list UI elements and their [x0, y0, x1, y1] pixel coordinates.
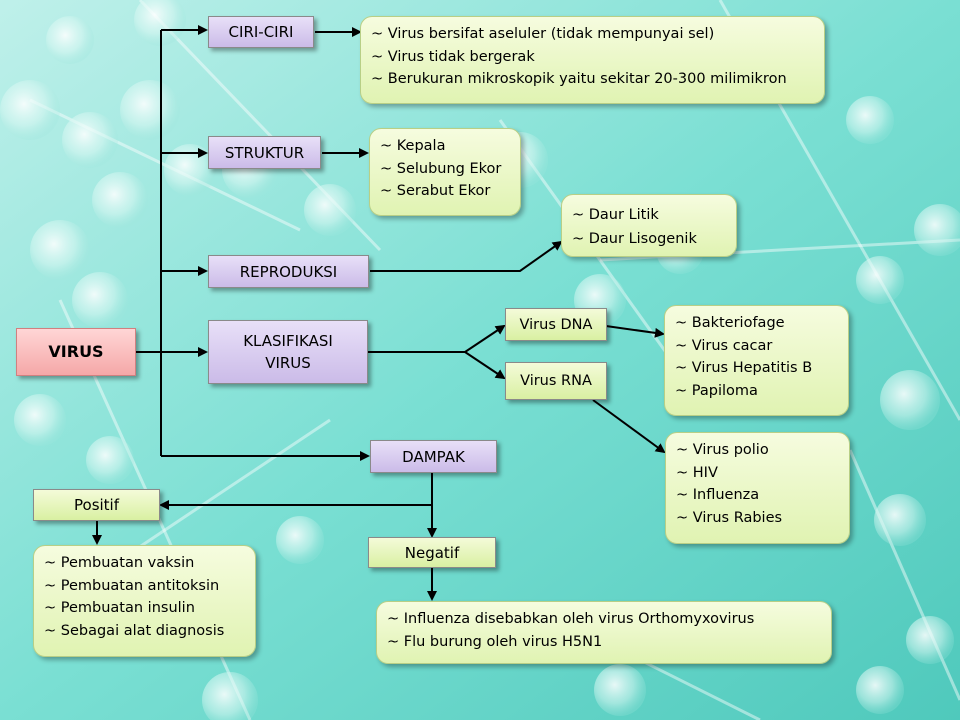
list-struktur: ~ Kepala ~ Selubung Ekor ~ Serabut Ekor	[369, 128, 521, 216]
list-item: ~ Pembuatan insulin	[44, 600, 195, 616]
node-struktur-label: STRUKTUR	[224, 143, 305, 162]
list-item: ~ Daur Litik	[572, 207, 659, 223]
list-item: ~ Virus bersifat aseluler (tidak mempuny…	[371, 26, 715, 42]
list-item: ~ Virus cacar	[675, 337, 773, 354]
node-struktur: STRUKTUR	[208, 136, 321, 169]
list-item: ~ Pembuatan antitoksin	[44, 577, 220, 594]
node-negatif: Negatif	[368, 537, 496, 568]
list-item: ~ Selubung Ekor	[380, 160, 502, 177]
list-virus-dna: ~ Bakteriofage ~ Virus cacar ~ Virus Hep…	[664, 305, 849, 416]
node-klasifikasi-virus: KLASIFIKASI VIRUS	[208, 320, 368, 384]
list-item: ~ Sebagai alat diagnosis	[44, 622, 225, 639]
list-item: ~ Virus polio	[676, 442, 769, 458]
node-virus: VIRUS	[16, 328, 136, 376]
node-reproduksi-label: REPRODUKSI	[239, 262, 338, 281]
node-virus-dna-label: Virus DNA	[519, 316, 593, 333]
node-negatif-label: Negatif	[404, 543, 460, 562]
list-item: ~ Pembuatan vaksin	[44, 555, 195, 571]
node-dampak: DAMPAK	[370, 440, 497, 473]
node-positif-label: Positif	[74, 496, 119, 514]
list-positif: ~ Pembuatan vaksin ~ Pembuatan antitoksi…	[33, 545, 256, 657]
node-virus-dna: Virus DNA	[505, 308, 607, 341]
node-ciri-ciri-label: CIRI-CIRI	[228, 23, 294, 41]
list-item: ~ Berukuran mikroskopik yaitu sekitar 20…	[371, 71, 787, 87]
list-item: ~ Flu burung oleh virus H5N1	[387, 633, 603, 650]
node-reproduksi: REPRODUKSI	[208, 255, 369, 288]
list-negatif: ~ Influenza disebabkan oleh virus Orthom…	[376, 601, 832, 664]
node-ciri-ciri: CIRI-CIRI	[208, 16, 314, 48]
list-item: ~ Kepala	[380, 138, 446, 154]
node-virus-rna: Virus RNA	[505, 362, 607, 400]
node-dampak-label: DAMPAK	[402, 447, 465, 466]
list-ciri-ciri: ~ Virus bersifat aseluler (tidak mempuny…	[360, 16, 825, 104]
list-item: ~ Virus tidak bergerak	[371, 48, 535, 65]
list-item: ~ Bakteriofage	[675, 315, 785, 331]
list-item: ~ HIV	[676, 464, 718, 481]
node-klasifikasi-label-line1: KLASIFIKASI	[243, 332, 333, 350]
list-item: ~ Influenza disebabkan oleh virus Orthom…	[387, 611, 755, 627]
list-virus-rna: ~ Virus polio ~ HIV ~ Influenza ~ Virus …	[665, 432, 850, 544]
list-reproduksi: ~ Daur Litik ~ Daur Lisogenik	[561, 194, 737, 257]
list-item: ~ Influenza	[676, 487, 760, 503]
list-item: ~ Virus Hepatitis B	[675, 360, 813, 376]
list-item: ~ Daur Lisogenik	[572, 231, 697, 247]
list-item: ~ Virus Rabies	[676, 509, 783, 526]
node-klasifikasi-label-line2: VIRUS	[265, 354, 311, 372]
node-virus-label: VIRUS	[48, 342, 104, 361]
node-virus-rna-label: Virus RNA	[520, 373, 592, 389]
list-item: ~ Papiloma	[675, 382, 758, 399]
list-item: ~ Serabut Ekor	[380, 183, 491, 199]
node-positif: Positif	[33, 489, 160, 521]
